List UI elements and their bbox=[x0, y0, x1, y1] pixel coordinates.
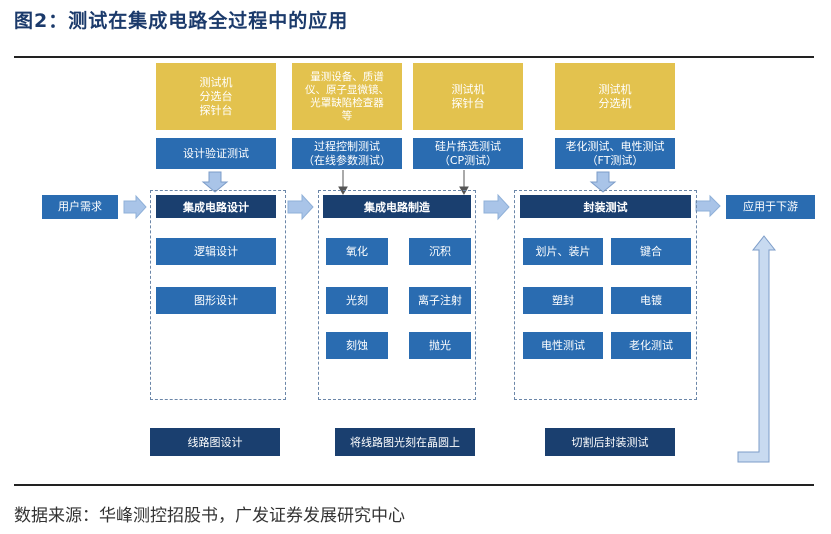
downstream-application-box: 应用于下游 bbox=[726, 195, 815, 219]
bottom-divider bbox=[14, 484, 814, 486]
mfg-step-etching: 刻蚀 bbox=[326, 332, 388, 359]
figure-title: 图2：测试在集成电路全过程中的应用 bbox=[14, 10, 349, 32]
source-note: 数据来源：华峰测控招股书，广发证券发展研究中心 bbox=[14, 506, 405, 526]
tool-box-package: 测试机 分选机 bbox=[555, 63, 675, 130]
tool-box-design: 测试机 分选台 探针台 bbox=[156, 63, 276, 130]
pkg-step-dicing: 划片、装片 bbox=[523, 238, 603, 265]
test-box-ft: 老化测试、电性测试 （FT测试） bbox=[555, 138, 675, 169]
test-box-design-verification: 设计验证测试 bbox=[156, 138, 276, 169]
manufacturing-stage-frame bbox=[318, 190, 476, 400]
manufacturing-stage-footer: 将线路图光刻在晶圆上 bbox=[335, 428, 475, 456]
design-stage-footer: 线路图设计 bbox=[150, 428, 280, 456]
user-requirement-box: 用户需求 bbox=[42, 195, 118, 219]
pkg-step-plating: 电镀 bbox=[611, 287, 691, 314]
design-step-layout: 图形设计 bbox=[156, 287, 276, 314]
mfg-step-polishing: 抛光 bbox=[409, 332, 471, 359]
pkg-step-bonding: 键合 bbox=[611, 238, 691, 265]
pkg-step-molding: 塑封 bbox=[523, 287, 603, 314]
manufacturing-stage-header: 集成电路制造 bbox=[323, 195, 471, 218]
test-box-cp: 硅片拣选测试 （CP测试） bbox=[413, 138, 523, 169]
pkg-step-electrical-test: 电性测试 bbox=[523, 332, 603, 359]
mfg-step-oxidation: 氧化 bbox=[326, 238, 388, 265]
test-box-process-control: 过程控制测试 （在线参数测试） bbox=[292, 138, 402, 169]
top-divider bbox=[14, 56, 814, 58]
design-step-logic: 逻辑设计 bbox=[156, 238, 276, 265]
design-stage-frame bbox=[150, 190, 286, 400]
design-stage-header: 集成电路设计 bbox=[156, 195, 276, 218]
pkg-step-burn-in-test: 老化测试 bbox=[611, 332, 691, 359]
mfg-step-lithography: 光刻 bbox=[326, 287, 388, 314]
mfg-step-ion-implant: 离子注射 bbox=[409, 287, 471, 314]
tool-box-wafer: 测试机 探针台 bbox=[413, 63, 523, 130]
packaging-stage-header: 封装测试 bbox=[520, 195, 691, 218]
packaging-stage-frame bbox=[514, 190, 697, 400]
mfg-step-deposition: 沉积 bbox=[409, 238, 471, 265]
tool-box-process: 量测设备、质谱 仪、原子显微镜、 光罩缺陷检查器 等 bbox=[292, 63, 402, 130]
packaging-stage-footer: 切割后封装测试 bbox=[545, 428, 675, 456]
